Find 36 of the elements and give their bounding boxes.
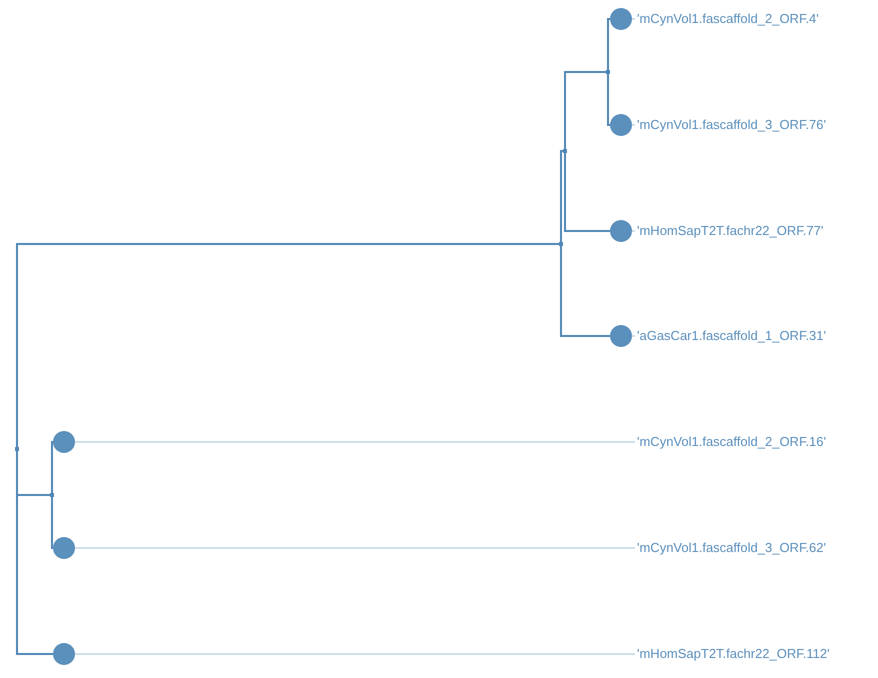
leaf-node-circle [610,220,632,242]
leaf-node-circle [53,643,75,665]
tree-branch [564,71,606,151]
branch-junction [563,149,567,153]
leaf-label: 'mCynVol1.fascaffold_2_ORF.4' [637,11,819,27]
tree-branch [16,243,559,449]
branch-junction [15,447,19,451]
leaf-label: 'mCynVol1.fascaffold_3_ORF.76' [637,117,826,133]
tree-branch [16,449,53,655]
connector-line [632,230,635,232]
leaf-node-circle [610,325,632,347]
tree-branch [560,150,563,244]
leaf-node-circle [53,537,75,559]
connector-line [75,653,635,655]
connector-line [632,124,635,126]
leaf-node-circle [610,114,632,136]
connector-line [632,335,635,337]
tree-branch [560,244,610,337]
tree-branch [51,495,54,549]
tree-branch [51,441,54,495]
leaf-label: 'mCynVol1.fascaffold_2_ORF.16' [637,434,826,450]
leaf-node-circle [610,8,632,30]
branch-junction [50,493,54,497]
tree-branch [564,151,610,232]
leaf-label: 'mCynVol1.fascaffold_3_ORF.62' [637,540,826,556]
leaf-label: 'mHomSapT2T.fachr22_ORF.77' [637,223,824,239]
connector-line [75,547,635,549]
leaf-node-circle [53,431,75,453]
leaf-label: 'mHomSapT2T.fachr22_ORF.112' [637,646,830,662]
branch-junction [606,70,610,74]
leaf-label: 'aGasCar1.fascaffold_1_ORF.31' [637,328,826,344]
connector-line [632,18,635,20]
tree-branch [607,72,610,126]
tree-branch [607,18,610,72]
connector-line [75,441,635,443]
branch-junction [559,242,563,246]
